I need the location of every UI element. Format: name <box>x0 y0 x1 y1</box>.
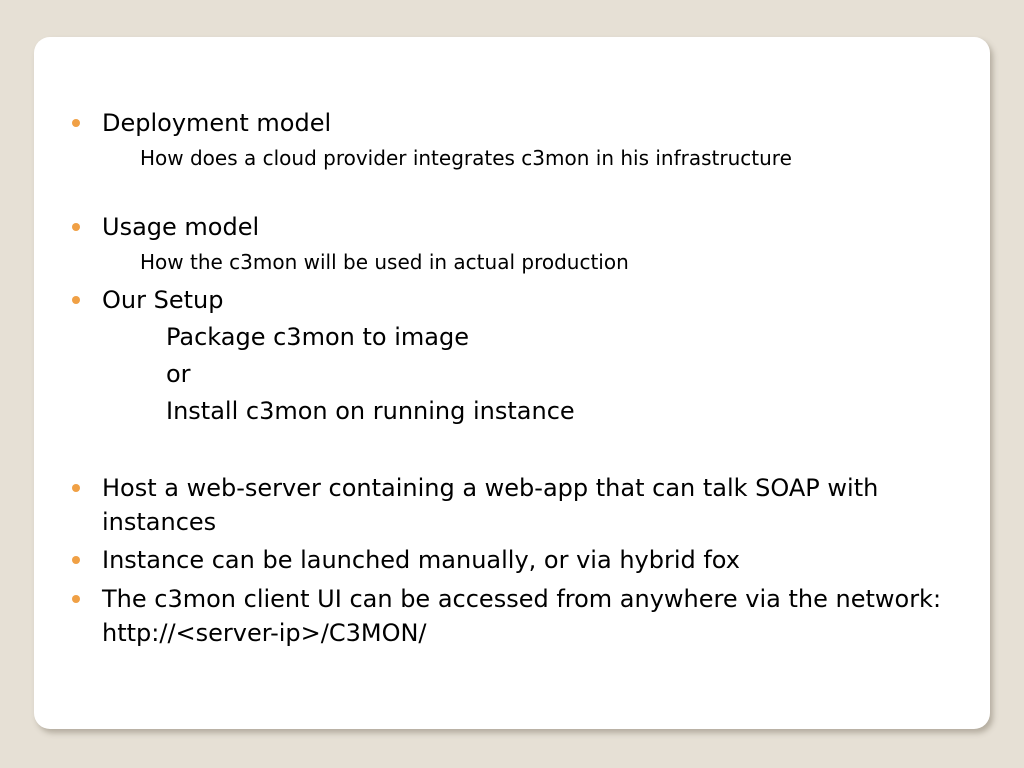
setup-line-or: or <box>166 360 191 388</box>
bullet-item-usage-model: Usage model <box>72 210 982 244</box>
bullet-item-host-web-server: Host a web-server containing a web-app t… <box>72 471 982 539</box>
bullet-dot-icon <box>72 296 80 304</box>
bullet-dot-icon <box>72 595 80 603</box>
slide: Deployment model How does a cloud provid… <box>34 37 990 729</box>
sub-item-usage-model: How the c3mon will be used in actual pro… <box>140 250 629 274</box>
bullet-item-our-setup: Our Setup <box>72 283 982 317</box>
bullet-text: Instance can be launched manually, or vi… <box>102 546 740 574</box>
bullet-text: Usage model <box>102 213 260 241</box>
bullet-text: Our Setup <box>102 286 224 314</box>
bullet-item-instance-launch: Instance can be launched manually, or vi… <box>72 543 982 577</box>
bullet-dot-icon <box>72 556 80 564</box>
bullet-item-client-ui: The c3mon client UI can be accessed from… <box>72 582 942 650</box>
bullet-dot-icon <box>72 119 80 127</box>
slide-content: Deployment model How does a cloud provid… <box>34 37 990 729</box>
setup-line-install: Install c3mon on running instance <box>166 397 575 425</box>
bullet-text: Host a web-server containing a web-app t… <box>102 474 879 536</box>
setup-line-package: Package c3mon to image <box>166 323 469 351</box>
bullet-item-deployment-model: Deployment model <box>72 106 982 140</box>
sub-item-deployment-model: How does a cloud provider integrates c3m… <box>140 146 792 170</box>
bullet-dot-icon <box>72 223 80 231</box>
bullet-dot-icon <box>72 484 80 492</box>
bullet-text: Deployment model <box>102 109 332 137</box>
bullet-text: The c3mon client UI can be accessed from… <box>102 585 942 647</box>
